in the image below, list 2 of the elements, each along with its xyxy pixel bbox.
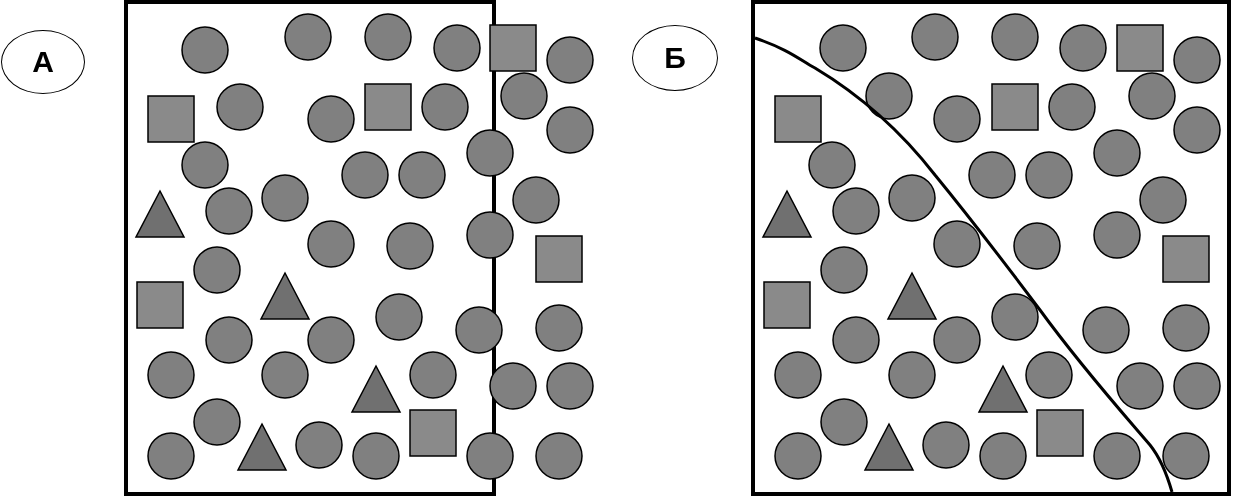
panel-label: А [1,30,85,94]
panel-label: Б [632,25,718,91]
